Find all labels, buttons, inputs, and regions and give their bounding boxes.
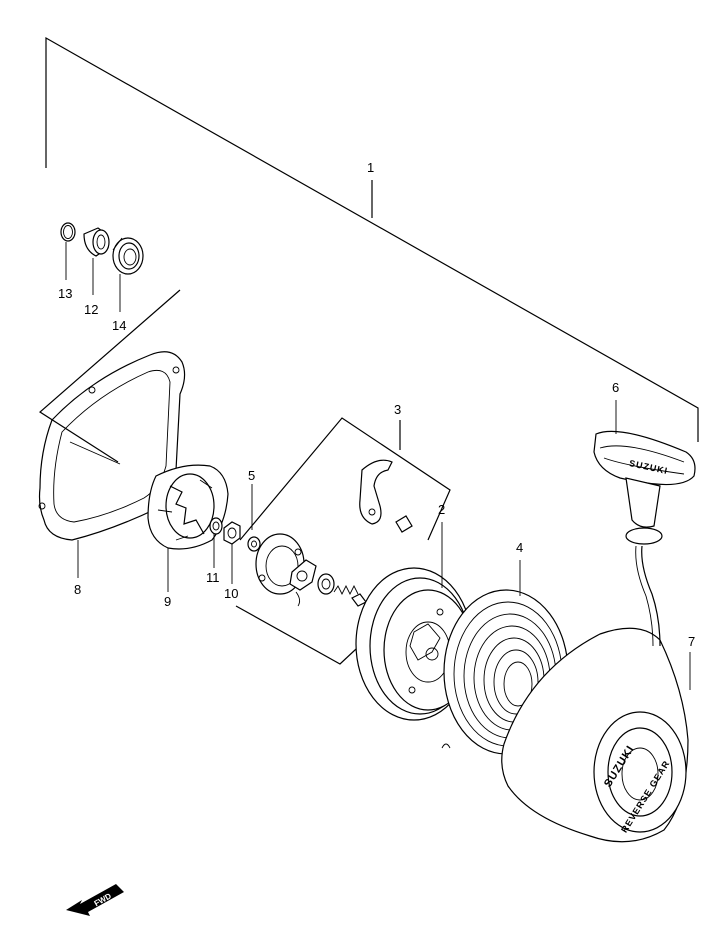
part-label-3: 3 <box>394 402 401 417</box>
part-13-oring <box>60 222 76 280</box>
part-10-nut <box>223 521 241 584</box>
part-label-13: 13 <box>58 286 72 301</box>
part-label-12: 12 <box>84 302 98 317</box>
part-label-14: 14 <box>112 318 126 333</box>
part-6-handle <box>593 400 696 545</box>
part-label-9: 9 <box>164 594 171 609</box>
part-14-oil-seal <box>112 237 144 312</box>
part-label-5: 5 <box>248 468 255 483</box>
part-label-7: 7 <box>688 634 695 649</box>
part-label-6: 6 <box>612 380 619 395</box>
part-label-4: 4 <box>516 540 523 555</box>
part-2-reel <box>355 522 473 721</box>
fwd-arrow-icon: FWD <box>66 884 124 916</box>
part-5-washer <box>247 484 261 552</box>
starter-rope <box>641 545 661 647</box>
part-9-ratchet <box>147 464 229 592</box>
seal-group-frame <box>39 289 181 463</box>
part-label-11: 11 <box>206 570 220 585</box>
assembly-bracket <box>45 36 699 442</box>
part-label-10: 10 <box>224 586 238 601</box>
part-11-washer <box>209 517 223 568</box>
part-12-collar <box>83 227 110 295</box>
part-label-2: 2 <box>438 502 445 517</box>
part-7-starter-case <box>441 627 691 843</box>
part-3-kit <box>235 417 451 665</box>
part-label-1: 1 <box>367 160 374 175</box>
part-label-8: 8 <box>74 582 81 597</box>
